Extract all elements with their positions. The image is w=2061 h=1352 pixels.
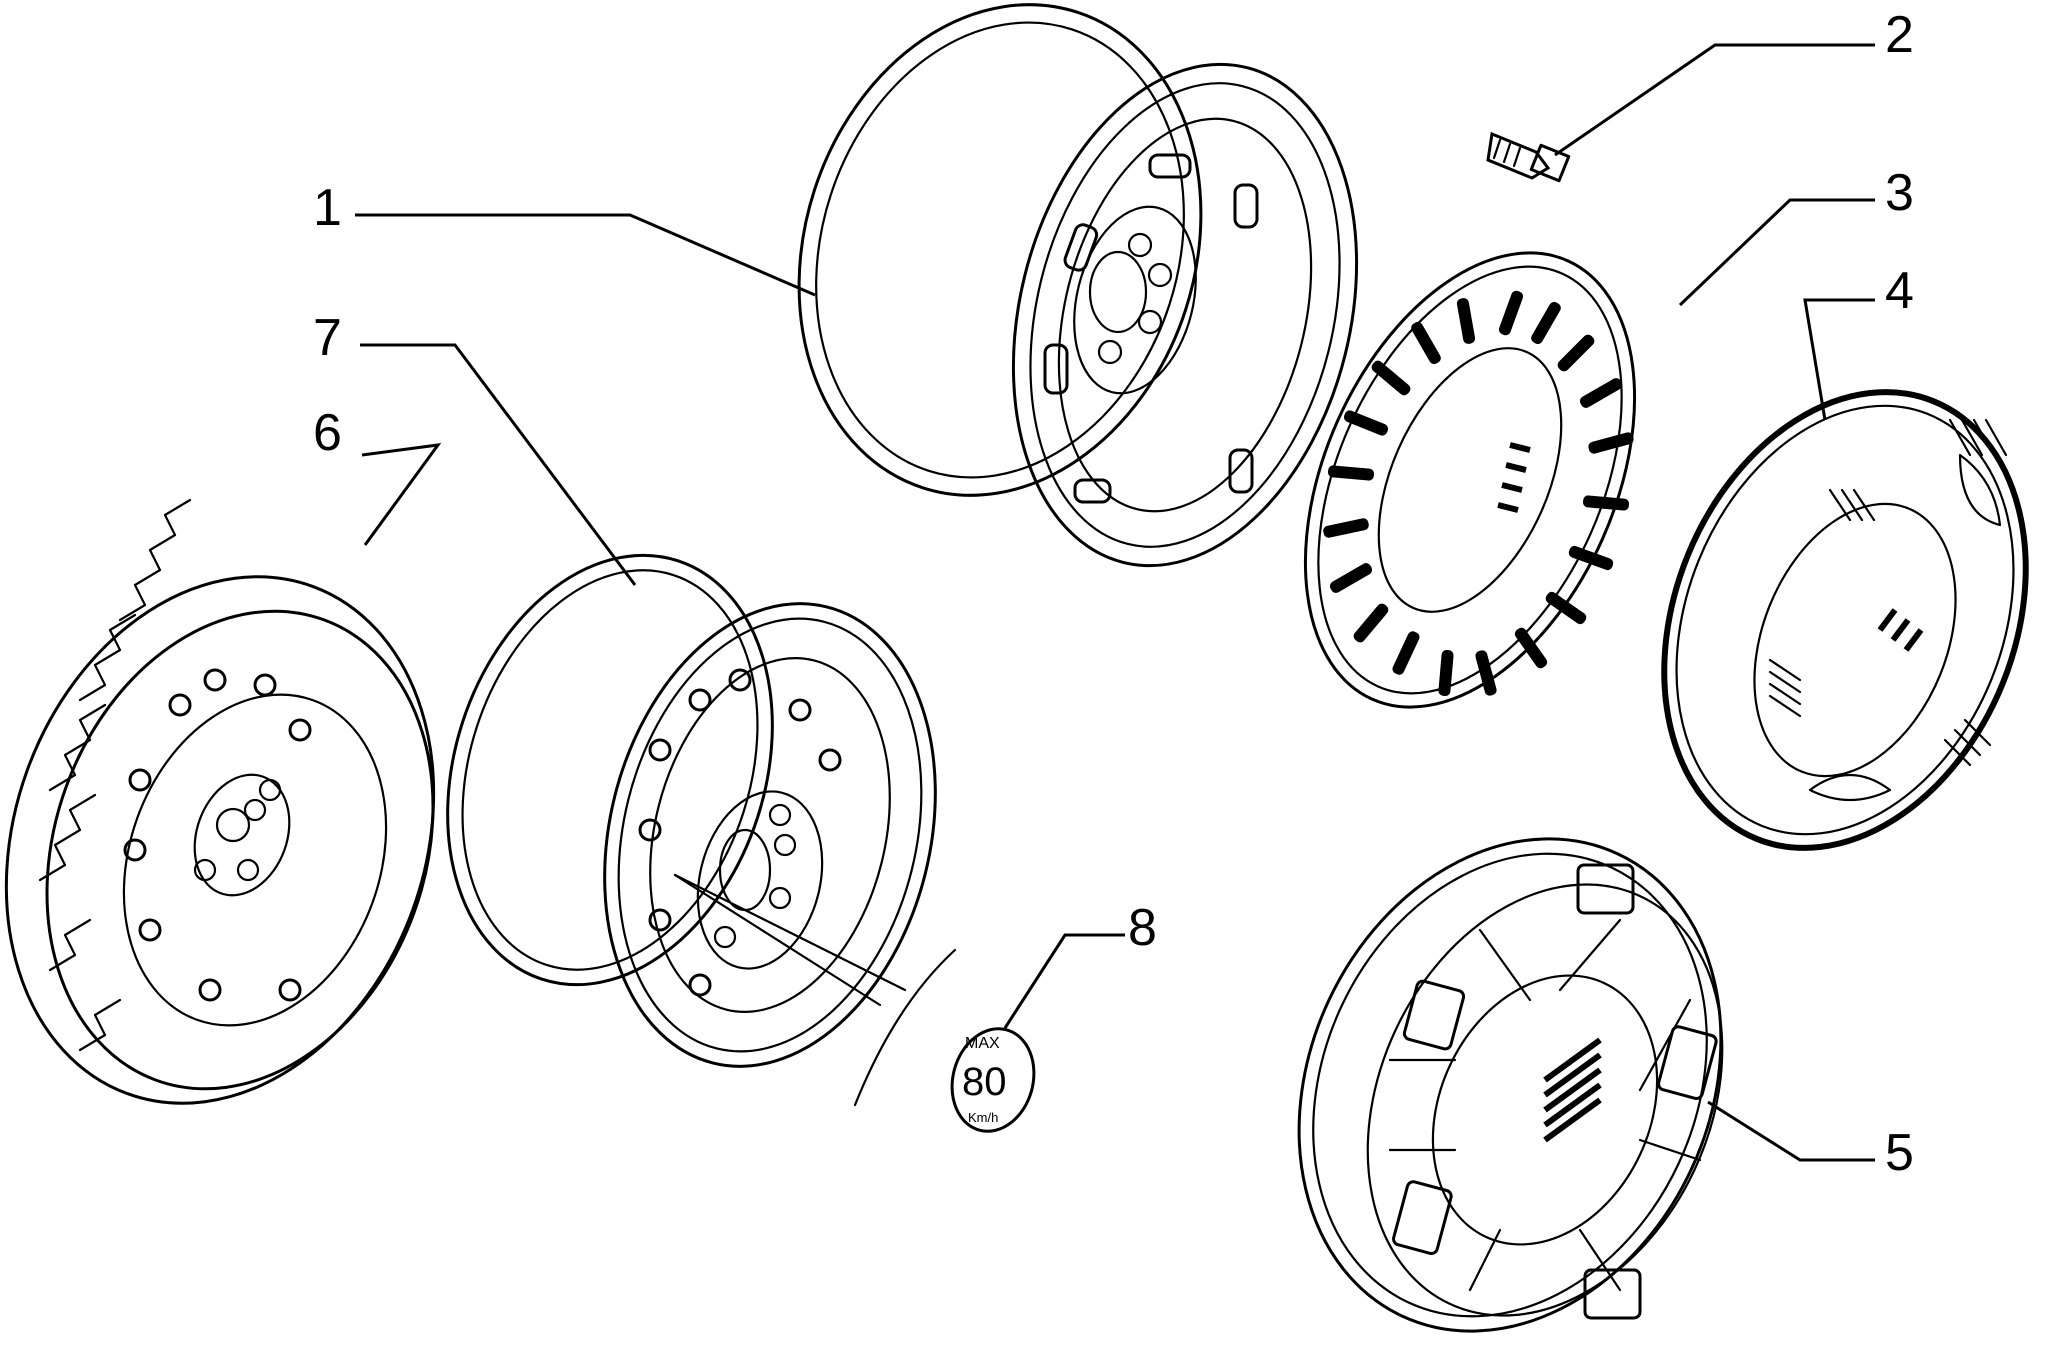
part-7-steel-rim [446,553,937,1068]
callout-5: 5 [1707,1100,1914,1182]
callout-3: 3 [1678,164,1914,307]
callout-4: 4 [1803,262,1914,421]
badge-unit-label: Km/h [968,1110,998,1125]
callout-1-label: 1 [313,179,342,237]
callout-2: 2 [1554,6,1914,157]
badge-speed-value: 80 [962,1060,1007,1104]
callout-3-label: 3 [1885,164,1914,222]
callout-2-label: 2 [1885,6,1914,64]
callout-8: 8 [1003,899,1157,1029]
part-4-vented-hubcap [1661,389,2029,851]
part-2-wheel-bolt [1486,131,1571,183]
callout-4-label: 4 [1885,262,1914,320]
callout-6-label: 6 [313,404,342,462]
part-1-steel-rim [797,3,1359,568]
part-8-max-speed-sticker: MAX 80 Km/h [673,873,1036,1133]
callout-7-label: 7 [313,309,342,367]
part-6-wheel-with-tyre [4,498,436,1105]
badge-max-label: MAX [965,1035,1000,1052]
part-5-spoked-wheel-cover [1297,837,1724,1333]
callout-7: 7 [313,309,637,586]
callout-1: 1 [313,179,816,297]
callout-8-label: 8 [1128,899,1157,957]
callout-6: 6 [313,404,442,546]
part-3-slotted-hubcap [1303,251,1637,709]
callout-5-label: 5 [1885,1124,1914,1182]
